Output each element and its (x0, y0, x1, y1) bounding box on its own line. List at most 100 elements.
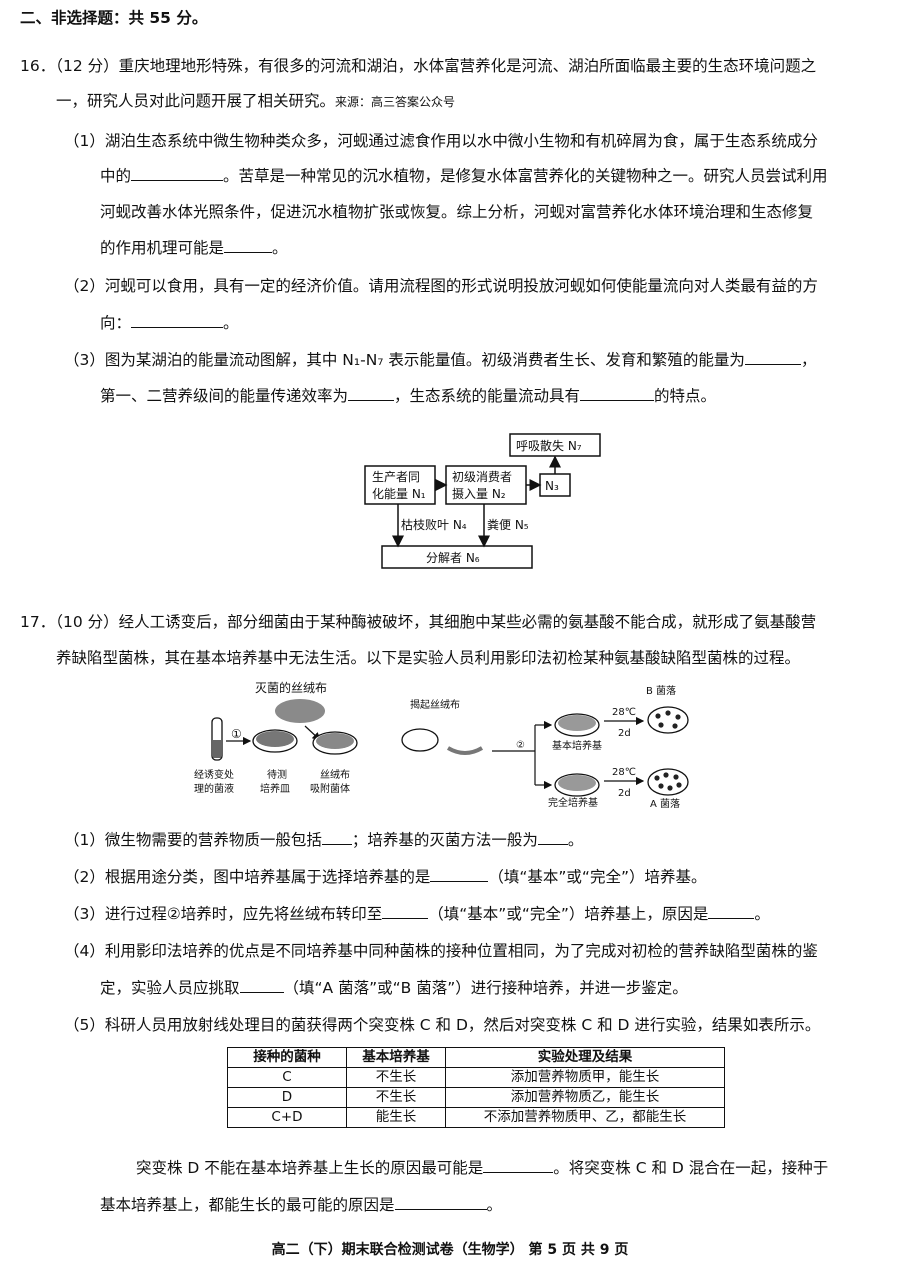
q17-part5-line1: （5）科研人员用放射线处理目的菌获得两个突变株 C 和 D，然后对突变株 C 和… (64, 1016, 821, 1034)
answer-blank (131, 313, 224, 328)
q16-p3-text-a: （3）图为某湖泊的能量流动图解，其中 N₁-N₇ 表示能量值。初级消费者生长、发… (64, 351, 745, 369)
lift-dish (401, 728, 439, 752)
complete-dish-medium (558, 775, 596, 791)
replica-plating-diagram: 灭菌的丝绒布 ① 经诱变处 理的菌液 待测 培养皿 丝绒布 吸附菌体 揭起丝绒布… (194, 680, 689, 810)
answer-blank (348, 386, 395, 401)
table-row: C 不生长 添加营养物质甲，能生长 (227, 1067, 725, 1088)
q17-part1: （1）微生物需要的营养物质一般包括；培养基的灭菌方法一般为。 (64, 830, 583, 850)
q17-part4-line1: （4）利用影印法培养的优点是不同培养基中同种菌株的接种位置相同，为了完成对初检的… (64, 942, 818, 960)
q17-p5-text-e: 。 (486, 1196, 503, 1214)
q17-p3-text-b: （填“基本”或“完全”）培养基上，原因是 (428, 905, 709, 923)
page-footer: 高二（下）期末联合检测试卷（生物学） 第 5 页 共 9 页 (271, 1242, 629, 1258)
table-row: C+D 能生长 不添加营养物质甲、乙，都能生长 (227, 1107, 725, 1128)
mutant-results-table: 接种的菌种 基本培养基 实验处理及结果 C 不生长 添加营养物质甲，能生长 D … (227, 1047, 725, 1128)
producer-label-2: 化能量 N₁ (372, 487, 426, 501)
q17-p4-text-c: （填“A 菌落”或“B 菌落”）进行接种培养，并进一步鉴定。 (283, 979, 688, 997)
q16-p3-text-e: 的特点。 (654, 387, 717, 405)
consumer-label-2: 摄入量 N₂ (452, 486, 506, 501)
answer-blank (224, 238, 273, 253)
q17-p2-text-a: （2）根据用途分类，图中培养基属于选择培养基的是 (64, 868, 431, 886)
source-watermark: 来源：高三答案公众号 (335, 95, 456, 109)
basic-result-colonies (655, 710, 681, 729)
q17-part3: （3）进行过程②培养时，应先将丝绒布转印至 （填“基本”或“完全”）培养基上，原因… (64, 904, 770, 924)
table-row: D 不生长 添加营养物质乙，能生长 (227, 1087, 725, 1108)
feces-label: 粪便 N₅ (487, 518, 529, 532)
test-dish-colonies (256, 731, 294, 747)
respiration-label: 呼吸散失 N₇ (516, 438, 582, 453)
q16-part3-line1: （3）图为某湖泊的能量流动图解，其中 N₁-N₇ 表示能量值。初级消费者生长、发… (64, 350, 816, 370)
table-header: 接种的菌种 (227, 1047, 347, 1068)
complete-temp-label: 28℃ (612, 767, 636, 778)
q17-p5-text-b: 突变株 D 不能在基本培养基上生长的原因最可能是 (136, 1159, 484, 1177)
q17-stem-line1: 17．（10 分）经人工诱变后，部分细菌由于某种酶被破坏，其细胞中某些必需的氨基… (20, 613, 817, 631)
q16-stem2-text: 一，研究人员对此问题开展了相关研究。 (56, 92, 336, 110)
answer-blank (394, 1195, 487, 1210)
basic-dish-medium (558, 715, 596, 731)
colony-b-label: B 菌落 (646, 685, 676, 697)
table-cell: C (227, 1067, 347, 1088)
table-cell: 不添加营养物质甲、乙，都能生长 (445, 1107, 725, 1128)
q17-p5-text-d: 基本培养基上，都能生长的最可能的原因是 (100, 1196, 395, 1214)
q17-p3-text-a: （3）进行过程②培养时，应先将丝绒布转印至 (64, 905, 383, 923)
q16-p2-text-c: 。 (223, 314, 239, 332)
q17-stem-line2: 养缺陷型菌株，其在基本培养基中无法生活。以下是实验人员利用影印法初检某种氨基酸缺… (56, 649, 801, 667)
q16-p1-text-b: 中的 (100, 167, 132, 185)
velvet-cloth (275, 699, 325, 723)
complete-result-dish (647, 768, 689, 796)
adsorb-label-2: 吸附菌体 (310, 782, 350, 795)
litter-label: 枯枝败叶 N₄ (401, 517, 467, 532)
answer-blank (483, 1158, 554, 1173)
q17-p1-text-a: （1）微生物需要的营养物质一般包括 (64, 831, 322, 849)
basic-medium-label: 基本培养基 (552, 739, 602, 752)
answer-blank (708, 904, 755, 919)
table-header: 实验处理及结果 (445, 1047, 725, 1068)
q16-p1-text-e: 的作用机理可能是 (100, 239, 225, 257)
table-cell: 不生长 (346, 1067, 446, 1088)
basic-temp-label: 28℃ (612, 707, 636, 718)
q17-p5-text-c: 。将突变株 C 和 D 混合在一起，接种于 (553, 1159, 829, 1177)
answer-blank (430, 867, 489, 882)
respiration-box (509, 433, 601, 457)
answer-blank (321, 830, 352, 845)
complete-time-label: 2d (618, 788, 631, 799)
lifted-velvet (446, 746, 484, 755)
complete-result-colonies (654, 772, 682, 791)
answer-blank (537, 830, 568, 845)
colony-a-label: A 菌落 (650, 798, 680, 810)
adsorb-label-1: 丝绒布 (320, 768, 350, 781)
table-cell: 添加营养物质乙，能生长 (445, 1087, 725, 1108)
q16-part1-line2: 中的 。苦草是一种常见的沉水植物，是修复水体富营养化的关键物种之一。研究人员尝试利… (100, 166, 828, 186)
complete-medium-label: 完全培养基 (548, 796, 598, 809)
answer-blank (580, 386, 655, 401)
q16-part1-line3: 河蚬改善水体光照条件，促进沉水植物扩张或恢复。综上分析，河蚬对富营养化水体环境治… (100, 203, 814, 221)
n3-label: N₃ (545, 479, 559, 493)
q16-p1-text-c: 。苦草是一种常见的沉水植物，是修复水体富营养化的关键物种之一。研究人员尝试利用 (223, 167, 828, 185)
q16-part1-line4: 的作用机理可能是 。 (100, 238, 288, 258)
mutagenized-label-2: 理的菌液 (194, 782, 234, 795)
q17-p2-text-b: （填“基本”或“完全”）培养基。 (488, 868, 707, 886)
q16-stem-line2: 一，研究人员对此问题开展了相关研究。来源：高三答案公众号 (56, 91, 455, 112)
lift-label: 揭起丝绒布 (410, 698, 460, 711)
q17-part5-line3: 基本培养基上，都能生长的最可能的原因是 。 (100, 1195, 502, 1215)
energy-flow-diagram: 生产者同 化能量 N₁ 初级消费者 摄入量 N₂ N₃ 呼吸散失 N₇ 枯枝败叶… (364, 433, 601, 569)
table-cell: 能生长 (346, 1107, 446, 1128)
answer-blank (131, 166, 224, 181)
adsorb-velvet (316, 733, 354, 749)
decomposer-label: 分解者 N₆ (426, 551, 480, 565)
q17-p1-text-b: ；培养基的灭菌方法一般为 (351, 831, 538, 849)
decomposer-box (381, 545, 533, 569)
consumer-label-1: 初级消费者 (452, 470, 512, 484)
q16-part1-line1: （1）湖泊生态系统中微生物种类众多，河蚬通过滤食作用以水中微小生物和有机碎屑为食… (64, 132, 818, 150)
table-cell: D (227, 1087, 347, 1108)
basic-time-label: 2d (618, 728, 631, 739)
q16-p3-text-c: 第一、二营养级间的能量传递效率为 (100, 387, 349, 405)
answer-blank (239, 978, 284, 993)
table-header: 基本培养基 (346, 1047, 446, 1068)
q17-part4-line2: 定，实验人员应挑取（填“A 菌落”或“B 菌落”）进行接种培养，并进一步鉴定。 (100, 978, 688, 998)
table-cell: 添加营养物质甲，能生长 (445, 1067, 725, 1088)
q17-part5-line2: 突变株 D 不能在基本培养基上生长的原因最可能是 。将突变株 C 和 D 混合在一… (136, 1158, 828, 1178)
q16-stem-line1: 16．（12 分）重庆地理地形特殊，有很多的河流和湖泊，水体富营养化是河流、湖泊… (20, 57, 817, 75)
bacterial-liquid (213, 740, 221, 758)
q16-p1-text-f: 。 (272, 239, 288, 257)
